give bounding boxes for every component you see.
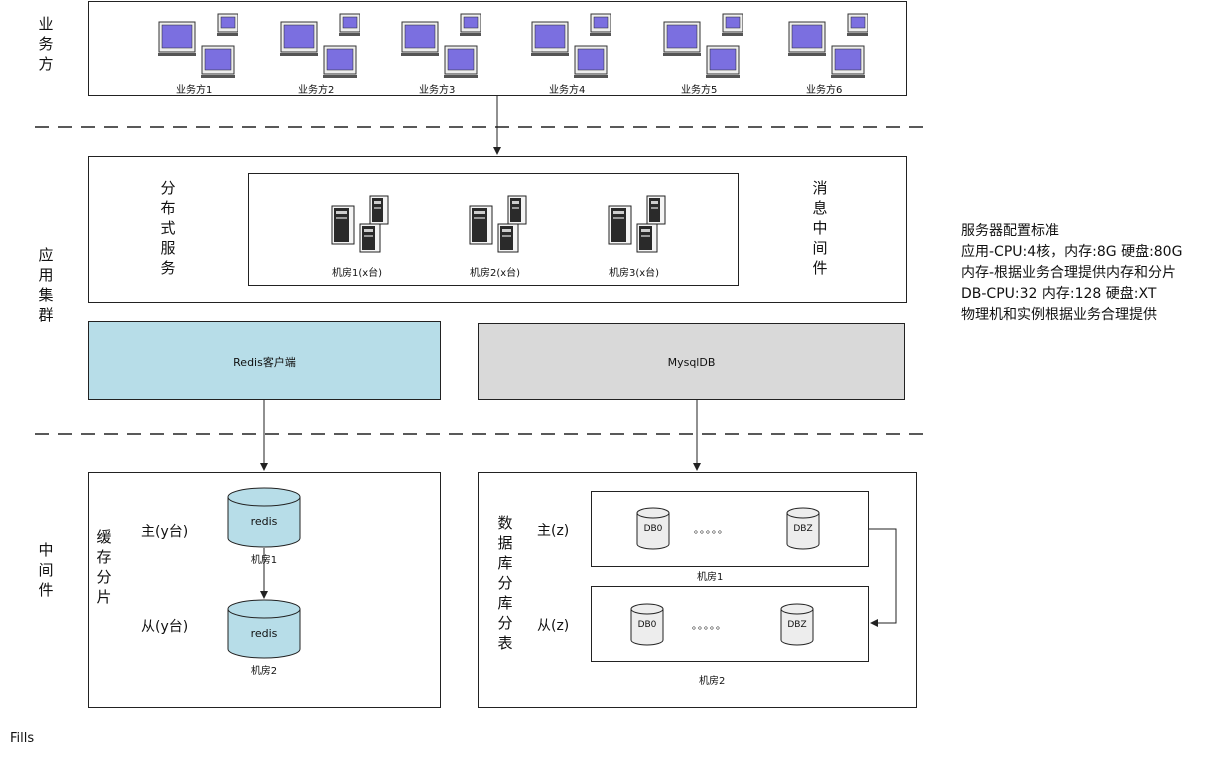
server-room-1: 机房1(x台) [330, 194, 400, 279]
server-room-label: 机房3(x台) [609, 268, 660, 279]
business-party-5: 业务方5 [663, 12, 743, 96]
server-room-label: 机房2(x台) [470, 268, 521, 279]
redis-master-label: 主(y台) [141, 524, 189, 540]
db-slave-room-box [591, 586, 869, 662]
server-room-2: 机房2(x台) [468, 194, 538, 279]
mysql-client-label: MysqlDB [667, 356, 716, 369]
server-group-icon [469, 195, 527, 253]
cache-shard-container [88, 472, 441, 708]
server-notes-title: 服务器配置标准 [961, 223, 1059, 239]
computer-group-icon [531, 13, 611, 78]
computer-group-icon [280, 13, 360, 78]
business-party-1: 业务方1 [158, 12, 238, 96]
db-master-room-box [591, 491, 869, 567]
computer-group-icon [663, 13, 743, 78]
server-group-icon [608, 195, 666, 253]
business-party-label: 业务方6 [806, 85, 843, 96]
dbz-master-cylinder [786, 507, 820, 550]
db0-slave-label: DB0 [637, 620, 657, 630]
db-master-label: 主(z) [537, 523, 570, 539]
mysql-client-box: MysqlDB [478, 323, 905, 400]
server-room-label: 机房1(x台) [332, 268, 383, 279]
dbz-master-label: DBZ [793, 524, 813, 534]
db0-master-cylinder [636, 507, 670, 550]
dbz-slave-label: DBZ [787, 620, 807, 630]
server-room-3: 机房3(x台) [607, 194, 677, 279]
db-room1-label: 机房1 [697, 572, 724, 583]
db-shard-container [478, 472, 917, 708]
cache-shard-title: 缓存分片 [96, 528, 112, 606]
business-party-2: 业务方2 [280, 12, 360, 96]
redis-master-node-label: redis [250, 515, 278, 528]
dbz-slave-cylinder [780, 603, 814, 646]
business-party-label: 业务方3 [419, 85, 456, 96]
db0-slave-cylinder [630, 603, 664, 646]
redis-master-cylinder [227, 487, 301, 548]
layer-label-business: 业务方 [38, 15, 54, 73]
message-middleware-label: 消息中间件 [812, 179, 828, 277]
redis-client-box: Redis客户端 [88, 321, 441, 400]
redis-room2-label: 机房2 [250, 666, 278, 677]
layer-label-app-cluster: 应用集群 [38, 246, 54, 324]
business-party-4: 业务方4 [531, 12, 611, 96]
layer-label-middleware: 中间件 [38, 541, 54, 599]
db0-master-label: DB0 [643, 524, 663, 534]
redis-slave-node-label: redis [250, 627, 278, 640]
server-note-1: 应用-CPU:4核，内存:8G 硬盘:80G [961, 244, 1183, 260]
redis-client-label: Redis客户端 [233, 356, 296, 369]
business-party-label: 业务方4 [549, 85, 586, 96]
arrow-db-replication [869, 528, 897, 627]
db-room2-label: 机房2 [699, 676, 726, 687]
server-note-3: DB-CPU:32 内存:128 硬盘:XT [961, 286, 1157, 302]
business-party-label: 业务方1 [176, 85, 213, 96]
redis-room1-label: 机房1 [250, 555, 278, 566]
redis-slave-cylinder [227, 599, 301, 659]
computer-group-icon [401, 13, 481, 78]
db-master-ellipsis: 。。。。。 [694, 525, 729, 536]
server-group-icon [331, 195, 389, 253]
redis-slave-label: 从(y台) [141, 619, 189, 635]
computer-group-icon [158, 13, 238, 78]
db-slave-label: 从(z) [537, 618, 570, 634]
server-note-4: 物理机和实例根据业务合理提供 [961, 307, 1157, 323]
business-party-6: 业务方6 [788, 12, 868, 96]
server-note-2: 内存-根据业务合理提供内存和分片 [961, 265, 1177, 281]
footer-label: Fills [10, 731, 35, 746]
computer-group-icon [788, 13, 868, 78]
business-party-label: 业务方2 [298, 85, 335, 96]
db-shard-title: 数据库分库分表 [497, 514, 513, 652]
business-party-3: 业务方3 [401, 12, 481, 96]
db-slave-ellipsis: 。。。。。 [692, 621, 727, 632]
distributed-service-label: 分布式服务 [160, 179, 176, 277]
business-party-label: 业务方5 [681, 85, 718, 96]
